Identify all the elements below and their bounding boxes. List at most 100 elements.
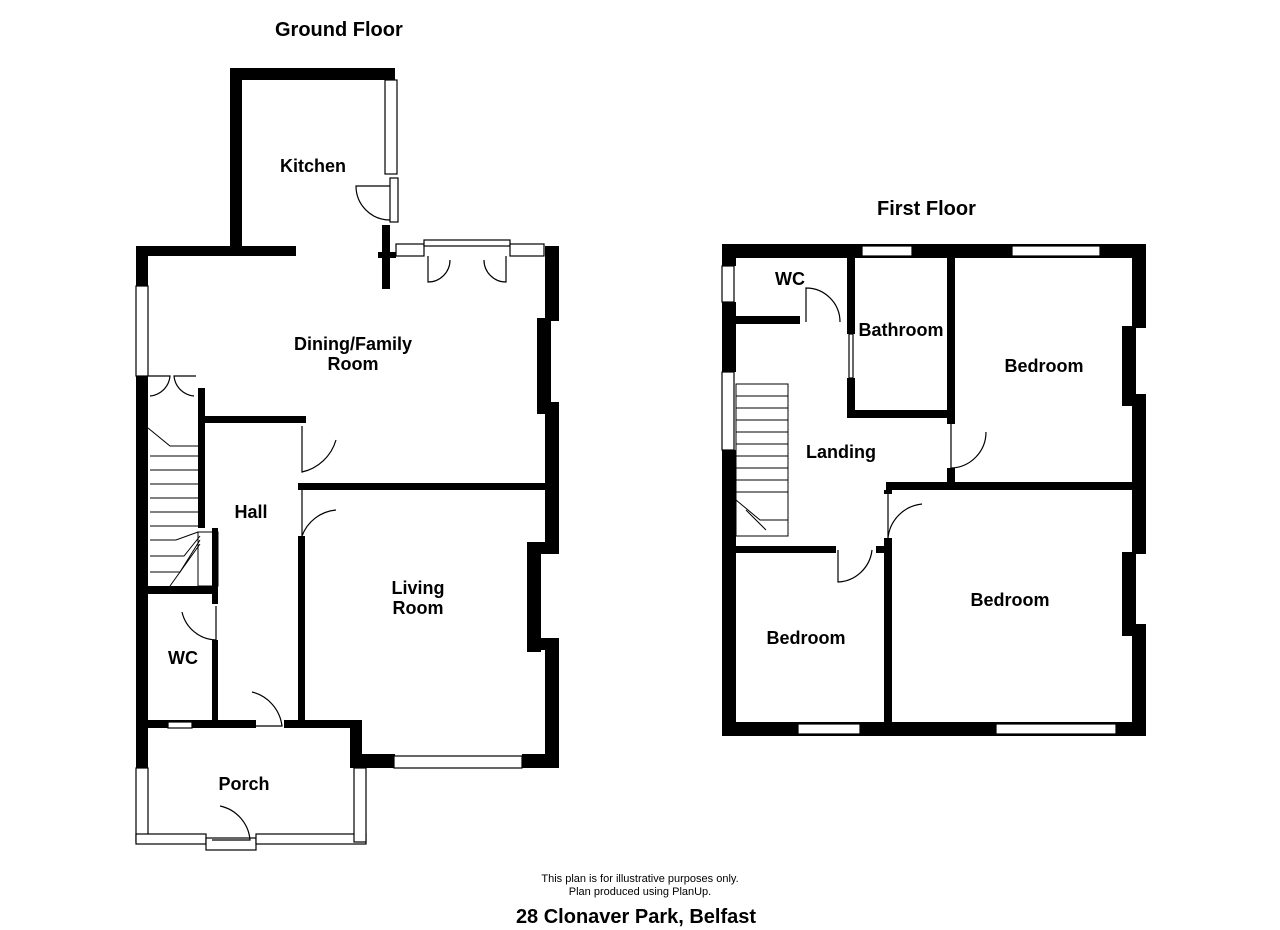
hall-wall-right [298, 536, 305, 728]
kitchen-wall-left [230, 68, 242, 254]
disclaimer-line-2: Plan produced using PlanUp. [568, 886, 712, 898]
ff-landing-window [721, 371, 735, 451]
disclaimer-note: This plan is for illustrative purposes o… [541, 873, 738, 899]
property-address: 28 Clonaver Park, Belfast [515, 906, 757, 928]
ff-wall-left-a [722, 244, 736, 266]
room-label-dining-family: Dining/Family Room [294, 334, 412, 374]
ff-wall-right-b [1132, 394, 1146, 554]
dining-wall-right-b [545, 402, 559, 542]
ff-wc-window [721, 265, 735, 303]
kitchen-window [384, 79, 398, 175]
room-label-porch: Porch [218, 774, 270, 794]
ff-wall-right-c [1132, 624, 1146, 736]
ff-bathroom-wall-left-a [847, 256, 855, 334]
ff-bedroom3-door [837, 549, 873, 583]
wc-wall-right [212, 640, 218, 728]
kitchen-door [355, 185, 391, 221]
ff-bay-1 [1122, 326, 1136, 406]
living-window [393, 755, 523, 769]
room-label-bedroom-3: Bedroom [766, 628, 846, 648]
kitchen-wall-top [230, 68, 395, 80]
ff-bedroom2-wall-left [884, 538, 892, 728]
ff-bathroom-window [861, 245, 913, 257]
ff-wall-left-c [722, 450, 736, 736]
ff-bedroom1-wall-left-b [947, 468, 955, 490]
dining-wall-right-bay [537, 318, 551, 414]
room-label-bathroom: Bathroom [858, 320, 944, 340]
living-bay-inner [527, 542, 541, 652]
ff-bedroom2-door [887, 494, 923, 539]
porch-window-left [135, 767, 149, 843]
room-label-dining-line1: Dining/Family [293, 334, 413, 354]
ff-bedroom3-wall-top-b [876, 546, 888, 553]
kitchen-door-frame [389, 177, 399, 223]
living-wall-bottom-right [522, 754, 559, 768]
room-label-wc-ground: WC [168, 648, 198, 668]
porch-wall-right-stub [350, 725, 362, 768]
ff-wc-door [805, 287, 841, 323]
ground-floor-plan [135, 68, 559, 851]
patio-door-left [427, 256, 451, 283]
porch-wall-top-left [136, 720, 256, 728]
hall-dining-door [301, 426, 337, 473]
stair-cupboard-door-b [173, 375, 196, 397]
front-door [212, 805, 251, 841]
ff-bedroom1-window [1011, 245, 1101, 257]
first-floor-plan [721, 244, 1146, 736]
ff-bedroom1-wall-bottom [886, 482, 1142, 490]
disclaimer-line-1: This plan is for illustrative purposes o… [541, 873, 739, 885]
dining-wall-right-a [545, 246, 559, 321]
ff-bedroom2-wall-stub [884, 490, 892, 494]
ff-bedroom1-door [950, 424, 987, 469]
living-wall-top [298, 483, 549, 490]
wc-window [167, 721, 193, 729]
stair-partition [198, 388, 205, 528]
first-floor-title: First Floor [877, 198, 976, 220]
ff-wc-wall-bottom [736, 316, 800, 324]
room-label-living-line2: Room [392, 598, 444, 618]
room-label-wc-first: WC [775, 269, 805, 289]
dining-wall-top-mid [378, 252, 396, 258]
ff-bedroom2-window [995, 723, 1117, 735]
ff-bathroom-wall-bottom [847, 410, 953, 418]
ff-wall-left-b [722, 302, 736, 372]
porch-window-bottom-left [135, 833, 207, 845]
dining-window-b [509, 243, 545, 257]
room-label-kitchen: Kitchen [279, 156, 347, 176]
porch-inner-door [242, 691, 283, 727]
wc-door [181, 606, 217, 641]
living-wall-right-b [545, 638, 559, 768]
outer-wall-left-top [136, 246, 148, 286]
room-label-dining-line2: Room [327, 354, 379, 374]
ff-wall-right-a [1132, 244, 1146, 328]
room-label-bedroom-2: Bedroom [970, 590, 1050, 610]
porch-window-right [353, 767, 367, 843]
hall-living-door [301, 490, 337, 537]
patio-door-right [483, 256, 507, 283]
room-label-bedroom-1: Bedroom [1004, 356, 1084, 376]
patio-door-frame [423, 239, 511, 247]
ff-bay-2 [1122, 552, 1136, 636]
ground-floor-title: Ground Floor [275, 19, 403, 41]
porch-window-bottom-right [255, 833, 367, 845]
room-label-living: Living Room [392, 578, 445, 618]
ff-bathroom-sliding-door [848, 333, 854, 379]
ff-bedroom3-window [797, 723, 861, 735]
room-label-hall: Hall [234, 502, 268, 522]
porch-wall-top-right [284, 720, 362, 728]
ff-bathroom-wall-left-b [847, 378, 855, 418]
dining-wall-top-left [136, 246, 296, 256]
room-label-landing: Landing [806, 442, 876, 462]
dining-window-a [395, 243, 425, 257]
wc-wall-right-top [212, 528, 218, 604]
wc-wall-top [136, 586, 218, 594]
stair-cupboard-door-a [148, 375, 171, 397]
ff-bedroom3-wall-top [736, 546, 836, 553]
dining-window-left [135, 285, 149, 377]
ground-stairs [147, 427, 219, 587]
ff-stairs [735, 383, 789, 537]
hall-wall-top [198, 416, 306, 423]
ff-bedroom1-wall-left [947, 256, 955, 424]
room-label-living-line1: Living [391, 578, 445, 598]
